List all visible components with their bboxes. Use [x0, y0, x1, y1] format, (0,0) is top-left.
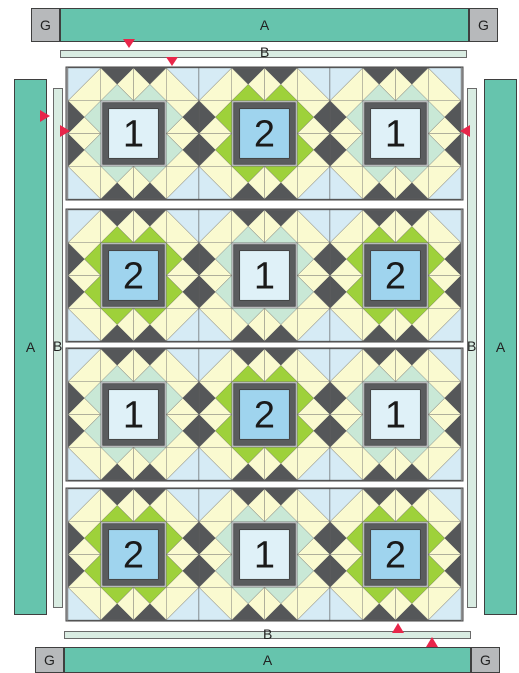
quilt-block-1: 1 — [330, 349, 461, 480]
block-number-label: 2 — [123, 256, 144, 298]
triangle-down-marker-icon — [123, 39, 135, 48]
quilt-block-2: 2 — [330, 489, 461, 620]
quilt-block-1: 1 — [199, 210, 330, 341]
quilt-block-2: 2 — [199, 68, 330, 199]
block-number-label: 2 — [254, 114, 275, 156]
block-number-label: 1 — [254, 535, 275, 577]
quilt-block-1: 1 — [68, 349, 199, 480]
quilt-block-2: 2 — [330, 210, 461, 341]
block-number-label: 2 — [385, 535, 406, 577]
quilt-block-2: 2 — [199, 349, 330, 480]
quilt-block-2: 2 — [68, 489, 199, 620]
triangle-up-marker-icon — [392, 623, 404, 633]
quilt-block-1: 1 — [199, 489, 330, 620]
quilt-block-2: 2 — [68, 210, 199, 341]
block-number-label: 1 — [385, 395, 406, 437]
block-number-label: 2 — [254, 395, 275, 437]
triangle-right-marker-icon — [40, 110, 50, 122]
quilt-block-1: 1 — [330, 68, 461, 199]
block-number-label: 2 — [123, 535, 144, 577]
block-number-label: 2 — [385, 256, 406, 298]
triangle-up-marker-icon — [426, 637, 438, 647]
triangle-down-marker-icon — [166, 57, 178, 66]
block-number-label: 1 — [123, 114, 144, 156]
block-number-label: 1 — [254, 256, 275, 298]
block-number-label: 1 — [123, 395, 144, 437]
quilt-block-1: 1 — [68, 68, 199, 199]
block-number-label: 1 — [385, 114, 406, 156]
